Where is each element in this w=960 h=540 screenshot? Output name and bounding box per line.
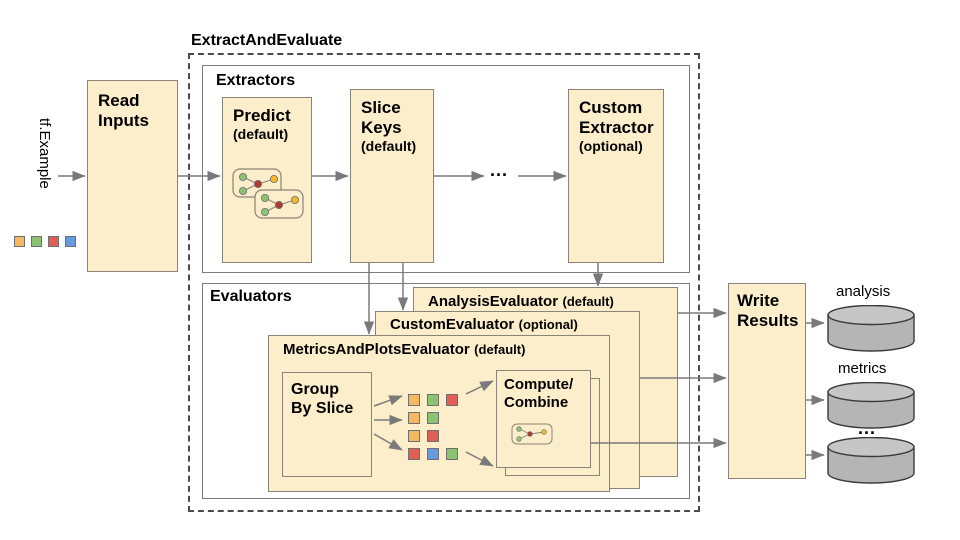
output-label-ellipsis: ... bbox=[858, 418, 877, 438]
extractor-slice-keys-qualifier: (default) bbox=[361, 138, 417, 154]
extractor-slice-keys-box[interactable]: Slice Keys (default) bbox=[350, 89, 434, 263]
compute-combine-line1: Compute/ bbox=[504, 376, 574, 393]
evaluator-analysis-qualifier: (default) bbox=[562, 294, 614, 309]
extractors-ellipsis: ... bbox=[490, 160, 509, 180]
extractor-custom-line2: Extractor bbox=[579, 118, 654, 137]
evaluator-metrics-plots-qualifier: (default) bbox=[474, 342, 526, 357]
compute-combine-line2: Combine bbox=[504, 394, 569, 411]
extractor-predict-qualifier: (default) bbox=[233, 126, 289, 142]
output-label-metrics: metrics bbox=[838, 360, 887, 377]
swatch-red bbox=[48, 236, 59, 247]
slice-swatch bbox=[408, 430, 420, 442]
slice-swatch bbox=[408, 448, 420, 460]
evaluator-custom-name: CustomEvaluator bbox=[390, 316, 515, 333]
slice-swatch bbox=[427, 394, 439, 406]
compute-combine-box[interactable]: Compute/ Combine bbox=[496, 370, 591, 468]
read-inputs-box[interactable]: Read Inputs bbox=[87, 80, 178, 272]
extractor-custom-line1: Custom bbox=[579, 98, 643, 117]
evaluator-metrics-plots-name: MetricsAndPlotsEvaluator bbox=[283, 341, 470, 358]
group-by-slice-line1: Group bbox=[291, 381, 339, 398]
evaluator-custom-qualifier: (optional) bbox=[518, 317, 578, 332]
write-results-box[interactable]: Write Results bbox=[728, 283, 806, 479]
extractor-slice-keys-line1: Slice bbox=[361, 98, 401, 117]
database-cylinder-icon bbox=[827, 382, 915, 429]
extractor-predict-name: Predict bbox=[233, 106, 291, 125]
extractor-slice-keys-line2: Keys bbox=[361, 118, 402, 137]
extractor-predict-box[interactable]: Predict (default) bbox=[222, 97, 312, 263]
graph-network-icon bbox=[511, 423, 553, 445]
evaluator-analysis-name: AnalysisEvaluator bbox=[428, 293, 559, 310]
evaluators-title: Evaluators bbox=[210, 288, 292, 305]
output-label-analysis: analysis bbox=[836, 283, 891, 300]
extractor-custom-qualifier: (optional) bbox=[579, 138, 643, 154]
read-inputs-line2: Inputs bbox=[98, 111, 149, 130]
database-cylinder-icon bbox=[827, 305, 915, 352]
slice-swatch bbox=[427, 430, 439, 442]
input-label: tf.Example bbox=[36, 118, 53, 189]
swatch-green bbox=[31, 236, 42, 247]
slice-swatch bbox=[408, 412, 420, 424]
write-results-line2: Results bbox=[737, 311, 799, 330]
slice-swatch bbox=[446, 448, 458, 460]
extractor-custom-box[interactable]: Custom Extractor (optional) bbox=[568, 89, 664, 263]
group-by-slice-box[interactable]: Group By Slice bbox=[282, 372, 372, 477]
graph-network-icon bbox=[232, 168, 304, 219]
extract-and-evaluate-title: ExtractAndEvaluate bbox=[191, 32, 343, 49]
swatch-blue bbox=[65, 236, 76, 247]
read-inputs-line1: Read bbox=[98, 91, 140, 110]
slice-swatch bbox=[427, 448, 439, 460]
write-results-line1: Write bbox=[737, 291, 780, 310]
database-cylinder-icon bbox=[827, 437, 915, 484]
swatch-orange bbox=[14, 236, 25, 247]
extractors-title: Extractors bbox=[216, 72, 296, 89]
slice-swatch bbox=[408, 394, 420, 406]
slice-swatch bbox=[446, 394, 458, 406]
group-by-slice-line2: By Slice bbox=[291, 400, 354, 417]
slice-swatch bbox=[427, 412, 439, 424]
